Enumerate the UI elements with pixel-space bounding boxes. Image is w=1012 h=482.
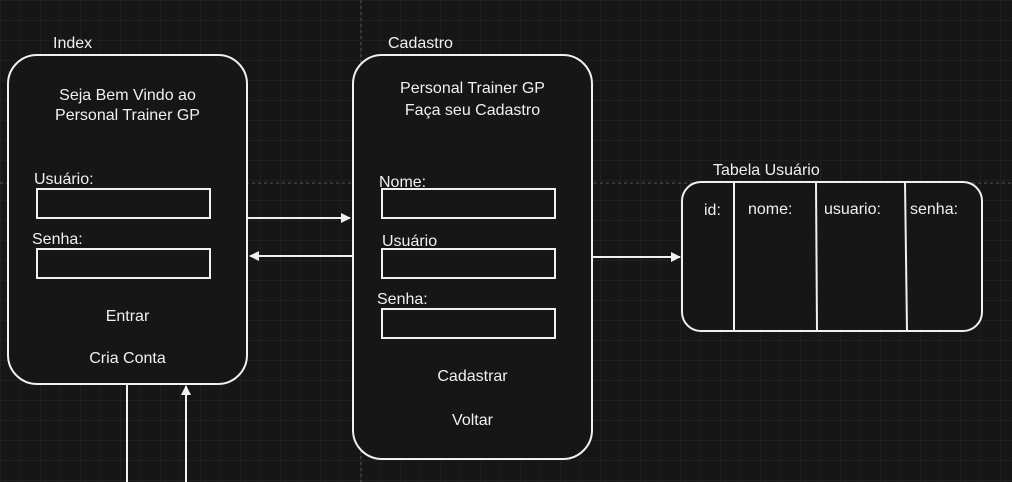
enter-button[interactable]: Entrar bbox=[105, 308, 150, 325]
index-user-label: Usuário: bbox=[34, 171, 94, 188]
index-title: Index bbox=[53, 35, 93, 52]
user-table bbox=[681, 181, 983, 332]
index-welcome-line1: Seja Bem Vindo ao bbox=[59, 87, 196, 104]
table-header-id: id: bbox=[704, 202, 721, 219]
cadastro-password-field[interactable] bbox=[381, 308, 556, 339]
register-button[interactable]: Cadastrar bbox=[437, 368, 508, 385]
cadastro-title: Cadastro bbox=[388, 35, 453, 52]
index-user-field[interactable] bbox=[36, 188, 211, 219]
index-password-field[interactable] bbox=[36, 248, 211, 279]
table-title: Tabela Usuário bbox=[713, 162, 820, 179]
cadastro-heading-line2: Faça seu Cadastro bbox=[404, 102, 541, 119]
index-password-label: Senha: bbox=[32, 231, 83, 248]
cadastro-heading-line1: Personal Trainer GP bbox=[400, 80, 545, 97]
create-account-button[interactable]: Cria Conta bbox=[89, 350, 166, 367]
cadastro-user-label: Usuário bbox=[382, 233, 438, 250]
index-card bbox=[7, 54, 248, 385]
table-header-usuario: usuario: bbox=[824, 201, 881, 218]
table-header-nome: nome: bbox=[748, 201, 793, 218]
cadastro-name-field[interactable] bbox=[381, 188, 556, 219]
table-header-senha: senha: bbox=[910, 201, 959, 218]
cadastro-user-field[interactable] bbox=[381, 248, 556, 279]
back-button[interactable]: Voltar bbox=[452, 412, 493, 429]
cadastro-name-label: Nome: bbox=[379, 174, 427, 191]
index-welcome-line2: Personal Trainer GP bbox=[55, 107, 200, 124]
cadastro-password-label: Senha: bbox=[377, 291, 428, 308]
